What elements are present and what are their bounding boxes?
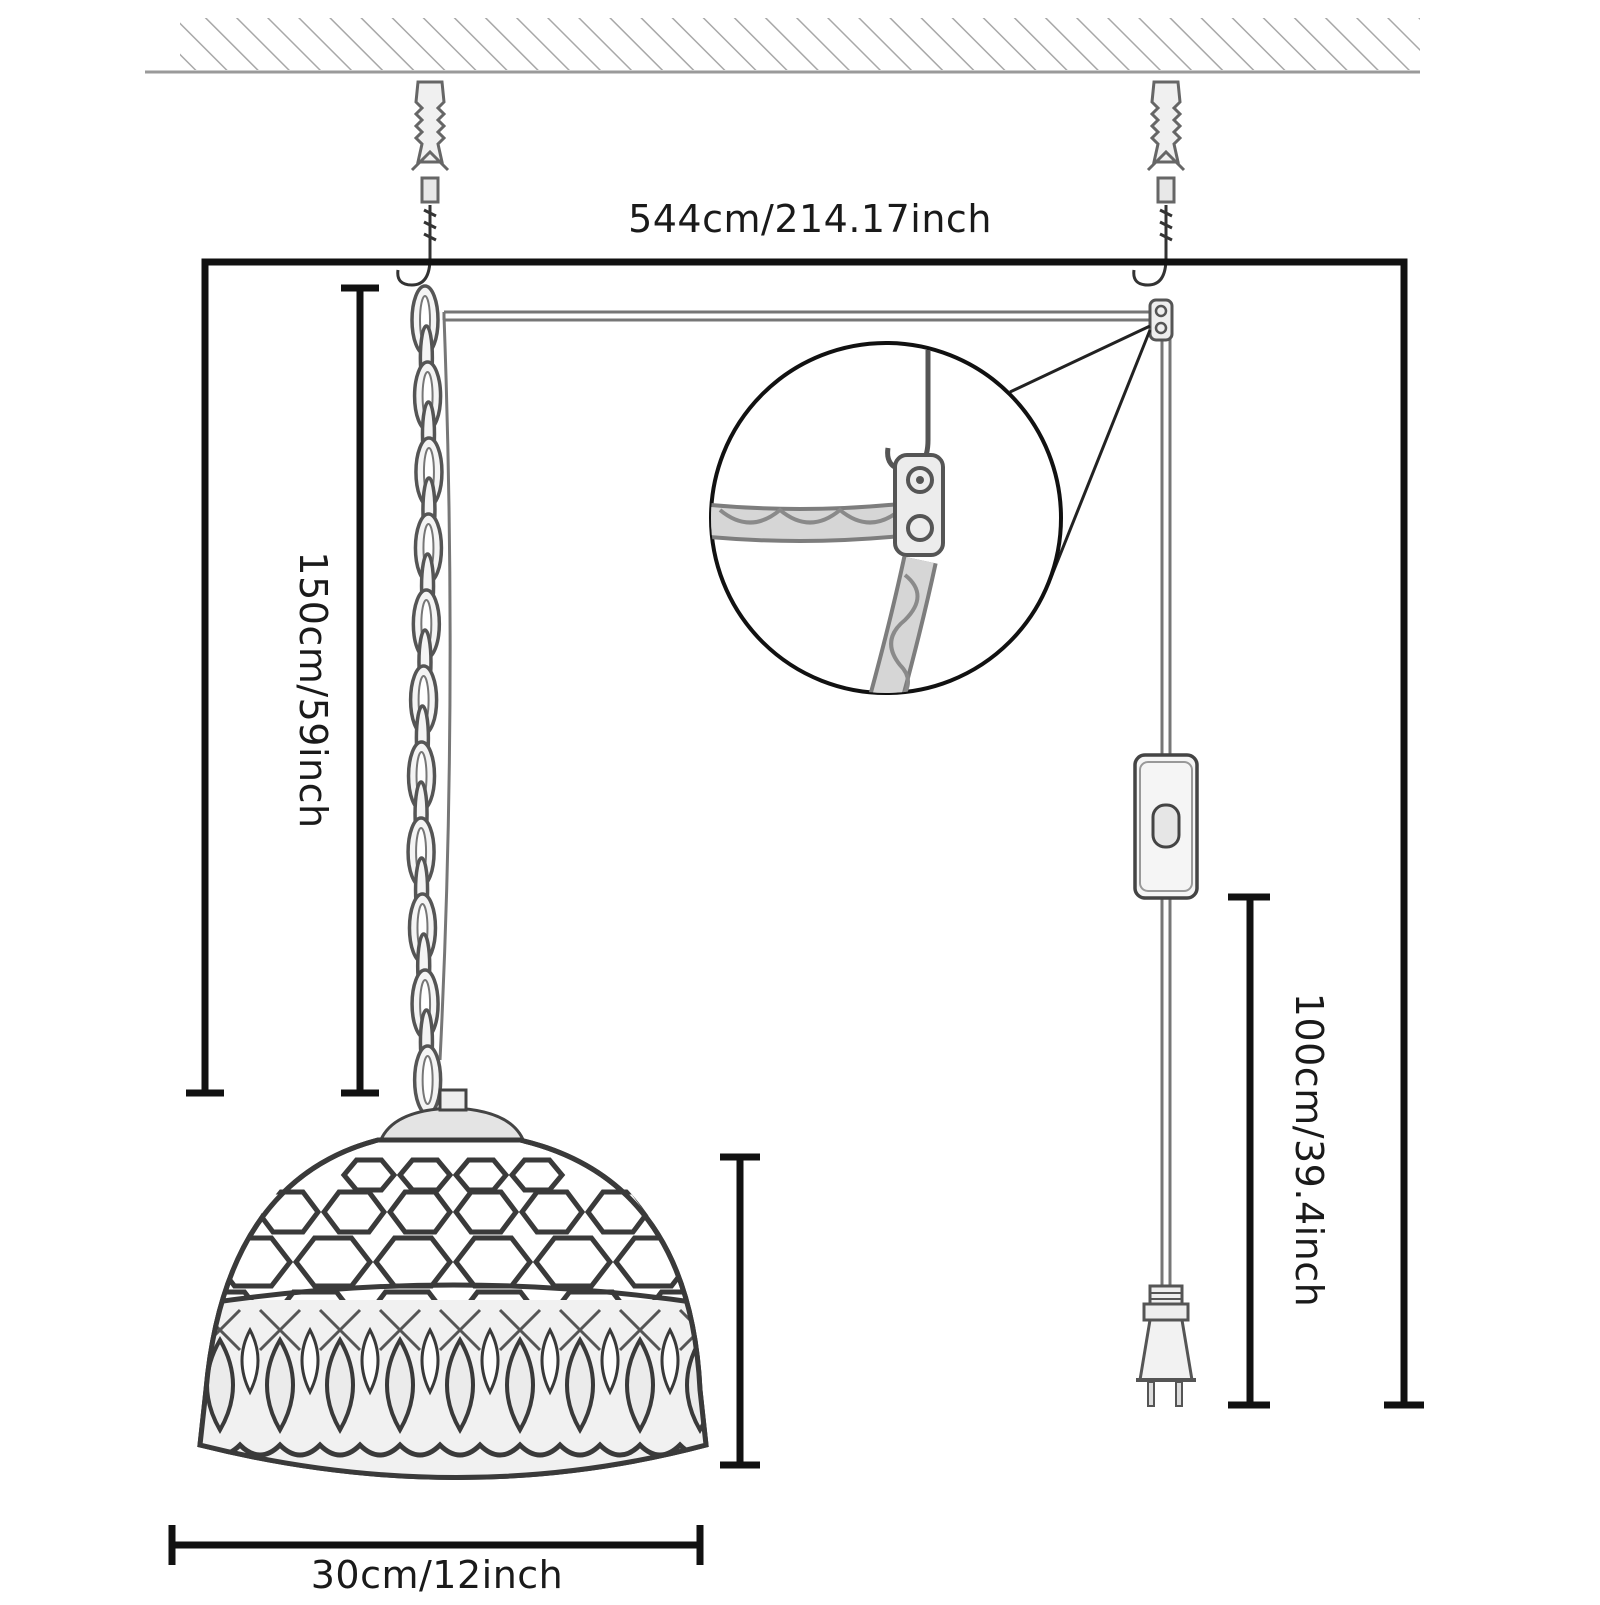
shade-width-label: 30cm/12inch bbox=[311, 1553, 564, 1597]
shade-height-dimension bbox=[720, 1153, 760, 1469]
wall-anchor-icon bbox=[1146, 80, 1186, 204]
detail-magnifier bbox=[709, 324, 1152, 695]
cord-length-label: 100cm/39.4inch bbox=[1287, 993, 1331, 1307]
shade-width-dimension: 30cm/12inch bbox=[168, 1525, 704, 1597]
swag-hook-icon bbox=[396, 205, 437, 287]
chain-length-dimension: 150cm/59inch bbox=[291, 284, 379, 1097]
total-width-label: 544cm/214.17inch bbox=[628, 197, 992, 241]
pendant-lamp-shade bbox=[197, 1088, 709, 1480]
cord-length-dimension: 100cm/39.4inch bbox=[1228, 893, 1331, 1409]
wall-anchor-icon bbox=[410, 80, 450, 204]
cord-clip-icon bbox=[1148, 298, 1174, 342]
cord bbox=[438, 310, 1172, 1286]
plug-icon bbox=[1136, 1284, 1196, 1407]
ceiling bbox=[145, 18, 1420, 74]
total-width-dimension: 544cm/214.17inch bbox=[186, 197, 1424, 1409]
swag-hook-icon bbox=[1132, 205, 1173, 287]
chain-length-label: 150cm/59inch bbox=[291, 551, 335, 828]
inline-switch-icon bbox=[1133, 753, 1199, 900]
chain bbox=[406, 284, 444, 1116]
